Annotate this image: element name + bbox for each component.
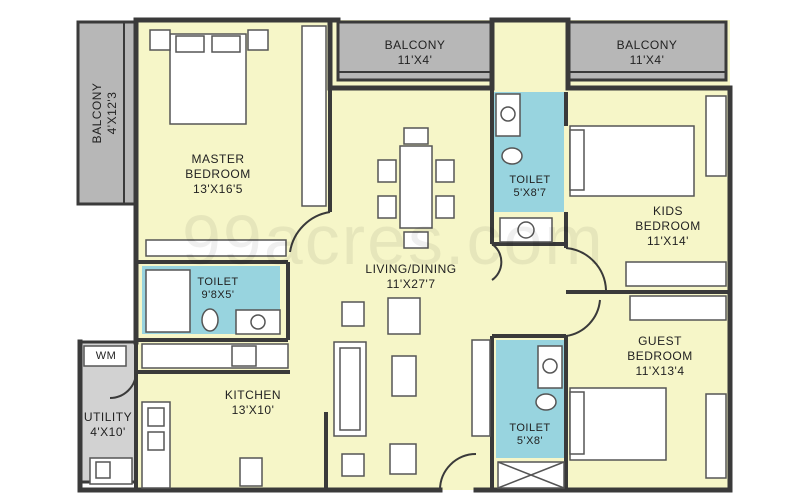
toilet-master-label: TOILET 9'8X5' — [186, 276, 250, 302]
outer-walls — [77, 17, 733, 493]
toilet-kids-size: 5'X8'7 — [513, 187, 547, 199]
kids-bedroom-name-2: BEDROOM — [635, 219, 701, 233]
master-dresser — [145, 239, 287, 257]
kids-toilet-fixtures — [495, 93, 553, 243]
master-wardrobe — [301, 25, 327, 207]
master-toilet-fixtures — [145, 269, 281, 335]
balcony-left-area — [76, 20, 138, 206]
balcony-left-name: BALCONY — [90, 82, 104, 144]
living-furniture — [333, 297, 491, 477]
guest-bed — [569, 295, 727, 479]
balcony-top-right-area — [566, 20, 728, 82]
kitchen-size: 13'X10' — [231, 403, 275, 417]
balcony-top-right-label: BALCONY 11'X4' — [602, 38, 692, 68]
master-bedroom-name-2: BEDROOM — [185, 167, 251, 181]
door-swings — [109, 211, 607, 491]
living-dining-size: 11'X27'7 — [386, 277, 436, 291]
kids-bedroom-size: 11'X14' — [647, 234, 689, 248]
toilet-kids-label: TOILET 5'X8'7 — [498, 174, 562, 200]
balcony-top-mid-name: BALCONY — [384, 38, 446, 52]
kitchen-name: KITCHEN — [224, 388, 282, 402]
master-bedroom-label: MASTER BEDROOM 13'X16'5 — [168, 152, 268, 197]
balcony-top-mid-area — [336, 20, 494, 82]
utility-size: 4'X10' — [90, 425, 126, 439]
watermark: 99acres.com — [182, 201, 605, 279]
guest-toilet-fixtures — [497, 345, 565, 489]
kids-bedroom-name-1: KIDS — [652, 204, 683, 218]
toilet-guest-label: TOILET 5'X8' — [498, 422, 562, 448]
balcony-top-mid-label: BALCONY 11'X4' — [370, 38, 460, 68]
balcony-top-mid-size: 11'X4' — [397, 53, 433, 67]
kitchen-counters — [83, 343, 289, 489]
guest-bedroom-label: GUEST BEDROOM 11'X13'4 — [612, 334, 708, 379]
wm-label: WM — [95, 350, 117, 362]
toilet-guest-name: TOILET — [509, 422, 551, 434]
living-dining-name: LIVING/DINING — [365, 262, 457, 276]
toilet-guest-size: 5'X8' — [516, 435, 544, 447]
guest-bedroom-name-1: GUEST — [638, 334, 682, 348]
utility-label: UTILITY 4'X10' — [78, 410, 138, 440]
toilet-master-size: 9'8X5' — [201, 289, 235, 301]
toilet-master-name: TOILET — [197, 276, 239, 288]
master-bedroom-name-1: MASTER — [191, 152, 245, 166]
master-bedroom-size: 13'X16'5 — [193, 182, 243, 196]
dining-set — [377, 127, 455, 249]
guest-bedroom-name-2: BEDROOM — [627, 349, 693, 363]
kitchen-label: KITCHEN 13'X10' — [208, 388, 298, 418]
balcony-left-size: 4'X12'3 — [105, 91, 119, 135]
kids-bedroom-label: KIDS BEDROOM 11'X14' — [620, 204, 716, 249]
interior-walls — [134, 88, 730, 490]
utility-name: UTILITY — [83, 410, 133, 424]
balcony-top-right-size: 11'X4' — [629, 53, 665, 67]
master-bed — [149, 29, 269, 125]
toilet-kids-name: TOILET — [509, 174, 551, 186]
living-dining-label: LIVING/DINING 11'X27'7 — [356, 262, 466, 292]
guest-bedroom-size: 11'X13'4 — [635, 364, 685, 378]
kids-bed — [569, 95, 727, 287]
balcony-left-label: BALCONY 4'X12'3 — [90, 58, 120, 168]
balcony-top-right-name: BALCONY — [616, 38, 678, 52]
